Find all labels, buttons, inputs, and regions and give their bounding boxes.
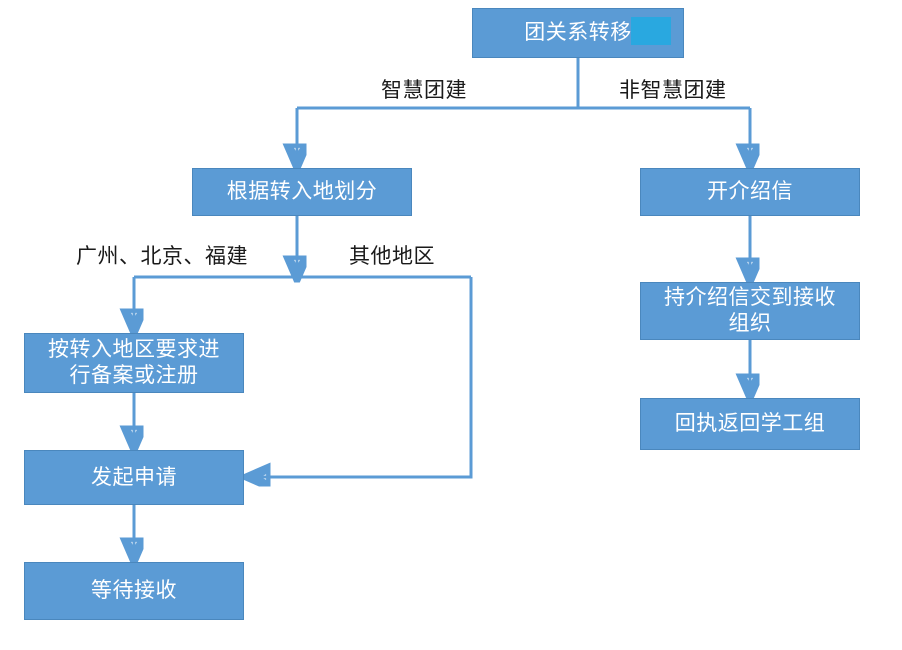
edge-label-other-regions: 其他地区 <box>349 244 435 268</box>
edge-label-non-smart-league: 非智慧团建 <box>619 78 727 102</box>
edge-label-regions: 广州、北京、福建 <box>76 244 248 268</box>
node-deliver-letter[interactable]: 持介绍信交到接收 组织 <box>640 282 860 340</box>
node-root[interactable]: 团关系转移 <box>472 8 684 58</box>
node-divide[interactable]: 根据转入地划分 <box>192 168 412 216</box>
edge-other-to-apply <box>249 277 473 477</box>
text-selection-highlight <box>631 17 671 45</box>
edge-label-smart-league: 智慧团建 <box>381 78 467 102</box>
node-apply[interactable]: 发起申请 <box>24 450 244 505</box>
node-register[interactable]: 按转入地区要求进 行备案或注册 <box>24 333 244 393</box>
node-wait-receive[interactable]: 等待接收 <box>24 562 244 620</box>
node-open-letter[interactable]: 开介绍信 <box>640 168 860 216</box>
node-receipt-return[interactable]: 回执返回学工组 <box>640 398 860 450</box>
